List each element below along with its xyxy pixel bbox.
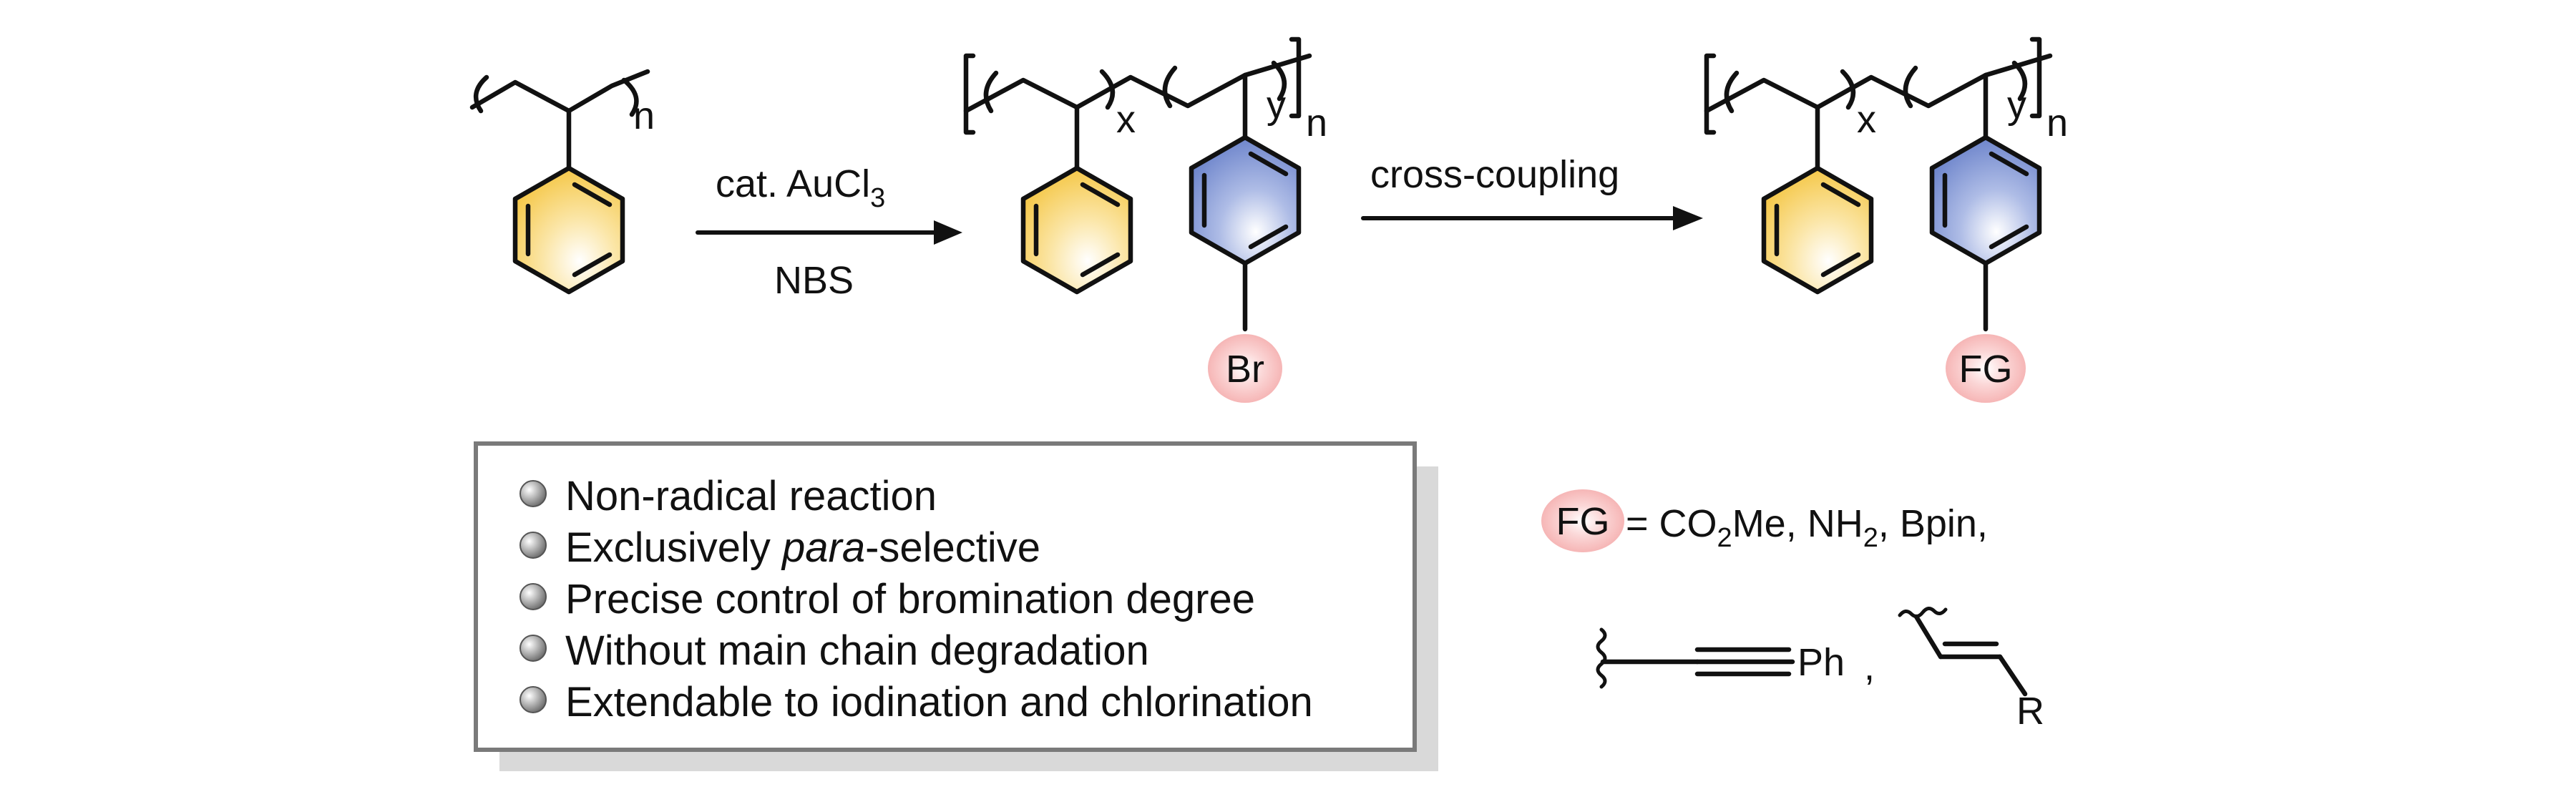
- fg-tag-highlight: [1541, 489, 1624, 552]
- fg-legend: FG = CO2Me, NH2, Bpin, Ph , R: [1541, 489, 2044, 733]
- polystyrene-structure: n: [469, 69, 655, 295]
- bromophenyl-ring: [1189, 134, 1302, 266]
- repeat-x-label: x: [1116, 98, 1136, 141]
- repeat-n-label: n: [1306, 102, 1327, 145]
- phenyl-ring: [512, 165, 625, 295]
- functionalized-copolymer-structure: FG x y n: [1704, 36, 2068, 403]
- fg-label: FG: [1959, 348, 2013, 391]
- bullet-icon: [519, 583, 547, 610]
- alkenyl-substituent: R: [1898, 607, 2044, 733]
- bullet-icon: [519, 635, 547, 662]
- brominated-copolymer-structure: Br x y n: [963, 36, 1327, 403]
- bromine-highlight: [1208, 334, 1282, 403]
- reagent-aucl3-label: cat. AuCl3: [716, 162, 885, 213]
- cross-coupling-label: cross-coupling: [1370, 153, 1619, 196]
- phenyl-ring: [1020, 165, 1133, 295]
- repeat-n-label: n: [2046, 102, 2068, 145]
- features-box-frame: [474, 441, 1417, 752]
- bullet-icon: [519, 532, 547, 559]
- alkene-r-label: R: [2016, 690, 2044, 733]
- repeat-x-label: x: [1857, 98, 1876, 141]
- repeat-n-label: n: [633, 94, 655, 137]
- bullet-icon: [519, 686, 547, 713]
- repeat-y-label: y: [1267, 84, 1286, 127]
- bromine-label: Br: [1226, 348, 1264, 391]
- reagent-nbs-label: NBS: [774, 259, 854, 302]
- repeat-y-label: y: [2007, 84, 2026, 127]
- feature-item: Non-radical reaction: [565, 473, 937, 519]
- features-box: Non-radical reaction Exclusively para-se…: [474, 441, 1438, 771]
- feature-item: Extendable to iodination and chlorinatio…: [565, 679, 1313, 725]
- fg-highlight: [1946, 334, 2026, 403]
- reaction-arrow-cross-coupling: cross-coupling: [1361, 153, 1703, 230]
- fg-options-text: = CO2Me, NH2, Bpin,: [1626, 502, 1988, 553]
- phenyl-ring: [1761, 165, 1874, 295]
- reaction-arrow-bromination: cat. AuCl3 NBS: [696, 162, 962, 302]
- feature-item: Exclusively para-selective: [565, 524, 1040, 571]
- separator-comma: ,: [1864, 645, 1875, 688]
- phenylethynyl-substituent: Ph ,: [1596, 627, 1875, 689]
- fg-tag-label: FG: [1556, 500, 1610, 543]
- bullet-icon: [519, 480, 547, 507]
- functionalized-phenyl-ring: [1929, 134, 2042, 266]
- alkyne-ph-label: Ph: [1797, 641, 1845, 684]
- feature-item: Without main chain degradation: [565, 627, 1149, 674]
- feature-item: Precise control of bromination degree: [565, 576, 1255, 622]
